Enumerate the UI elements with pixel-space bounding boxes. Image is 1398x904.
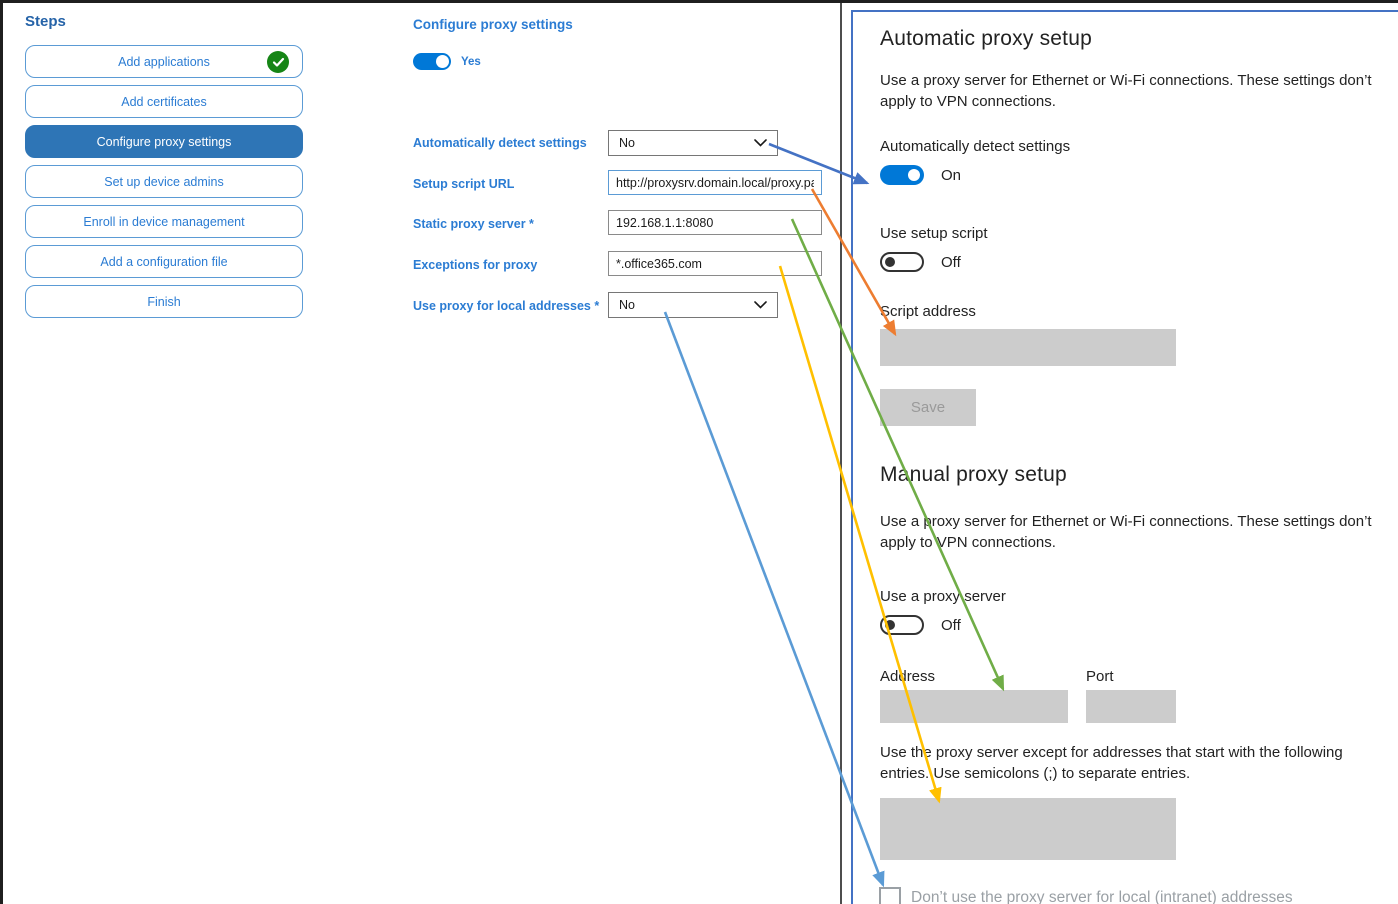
step-add-applications[interactable]: Add applications (25, 45, 303, 78)
exceptions-for-proxy-input[interactable] (608, 251, 822, 276)
detect-settings-toggle[interactable] (880, 165, 924, 185)
label-setup-script-url: Setup script URL (413, 177, 515, 191)
script-address-input[interactable] (880, 329, 1176, 366)
use-setup-script-label: Use setup script (880, 225, 988, 242)
use-proxy-server-toggle[interactable] (880, 615, 924, 635)
completed-check-icon (267, 51, 289, 73)
port-label: Port (1086, 668, 1114, 685)
dropdown-use-proxy-local[interactable]: No (608, 292, 778, 318)
script-address-label: Script address (880, 303, 976, 320)
setup-script-url-input[interactable] (608, 170, 822, 195)
label-use-proxy-local: Use proxy for local addresses * (413, 299, 600, 313)
address-label: Address (880, 668, 936, 685)
local-addresses-checkbox[interactable] (879, 887, 901, 904)
chevron-down-icon (754, 139, 767, 147)
step-label: Finish (147, 294, 181, 309)
step-label: Configure proxy settings (96, 134, 232, 149)
step-label: Add applications (118, 54, 210, 69)
proxy-exceptions-input[interactable] (880, 798, 1176, 860)
port-input[interactable] (1086, 690, 1176, 723)
local-addresses-checkbox-label: Don’t use the proxy server for local (in… (911, 889, 1293, 904)
configure-proxy-toggle-state: Yes (461, 56, 481, 68)
use-setup-script-toggle[interactable] (880, 252, 924, 272)
detect-settings-label: Automatically detect settings (880, 138, 1071, 155)
detect-settings-toggle-state: On (941, 167, 962, 184)
step-label: Add a configuration file (100, 254, 228, 269)
step-label: Enroll in device management (83, 214, 245, 229)
manual-proxy-heading: Manual proxy setup (880, 463, 1067, 486)
address-input[interactable] (880, 690, 1068, 723)
proxy-exceptions-description: Use the proxy server except for addresse… (880, 744, 1343, 782)
chevron-down-icon (754, 301, 767, 309)
automatic-proxy-description: Use a proxy server for Ethernet or Wi-Fi… (880, 72, 1372, 110)
label-automatically-detect: Automatically detect settings (413, 136, 587, 150)
step-enroll-device-management[interactable]: Enroll in device management (25, 205, 303, 238)
step-configure-proxy-settings[interactable]: Configure proxy settings (25, 125, 303, 158)
use-proxy-server-label: Use a proxy server (880, 588, 1006, 605)
label-exceptions-for-proxy: Exceptions for proxy (413, 258, 538, 272)
use-setup-script-toggle-state: Off (941, 254, 961, 271)
step-finish[interactable]: Finish (25, 285, 303, 318)
manual-proxy-description: Use a proxy server for Ethernet or Wi-Fi… (880, 513, 1372, 551)
use-proxy-server-toggle-state: Off (941, 617, 961, 634)
save-button[interactable]: Save (880, 389, 976, 426)
configure-proxy-toggle[interactable] (413, 53, 451, 70)
dropdown-value: No (619, 136, 635, 150)
steps-title: Steps (25, 13, 66, 30)
dropdown-automatically-detect[interactable]: No (608, 130, 778, 156)
step-add-certificates[interactable]: Add certificates (25, 85, 303, 118)
step-set-up-device-admins[interactable]: Set up device admins (25, 165, 303, 198)
step-label: Add certificates (121, 94, 207, 109)
label-static-proxy-server: Static proxy server * (413, 217, 534, 231)
dropdown-value: No (619, 298, 635, 312)
step-add-configuration-file[interactable]: Add a configuration file (25, 245, 303, 278)
static-proxy-server-input[interactable] (608, 210, 822, 235)
page-title: Configure proxy settings (413, 17, 573, 32)
pane-divider (840, 3, 842, 904)
step-label: Set up device admins (104, 174, 224, 189)
automatic-proxy-heading: Automatic proxy setup (880, 27, 1092, 50)
